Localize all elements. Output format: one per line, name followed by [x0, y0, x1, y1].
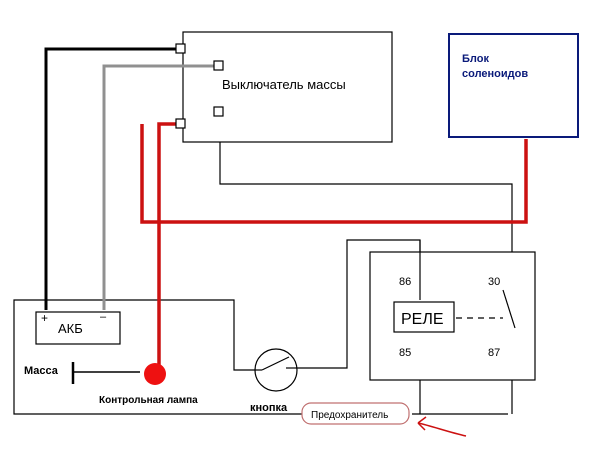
- solenoid-label-line1: Блок: [462, 53, 489, 65]
- fuse: [301, 402, 410, 425]
- red-wire-solenoid: [140, 124, 528, 224]
- relay-coil: [393, 301, 455, 333]
- switch-terminal-out: [213, 106, 224, 117]
- black-wire: [44, 47, 176, 310]
- relay-pin-85: 85: [399, 347, 411, 359]
- mass-switch-label: Выключатель массы: [222, 77, 346, 92]
- relay-label: РЕЛЕ: [401, 311, 444, 328]
- relay-pin-87: 87: [488, 347, 500, 359]
- gray-wire: [102, 64, 214, 310]
- switch-terminal-red: [175, 118, 186, 129]
- battery-label: АКБ: [58, 321, 83, 336]
- switch-terminal-top: [175, 43, 186, 54]
- battery: [35, 311, 121, 345]
- red-wire-switch: [157, 122, 176, 366]
- switch-terminal-gray: [213, 60, 224, 71]
- arrow-icon: [417, 416, 467, 437]
- solenoid-block: [448, 33, 579, 138]
- control-lamp-label: Контрольная лампа: [99, 395, 198, 406]
- relay-contact-switch: [502, 289, 516, 329]
- solenoid-label-line2: соленоидов: [462, 68, 528, 80]
- relay-pin-86: 86: [399, 276, 411, 288]
- push-button-label: кнопка: [250, 402, 288, 414]
- ground-label: Масса: [24, 365, 59, 377]
- relay-pin-30: 30: [488, 276, 500, 288]
- outer-circuit-wire: [13, 120, 513, 415]
- battery-plus-sign: +: [41, 311, 48, 325]
- push-button: [254, 348, 298, 392]
- mass-switch-box: [182, 31, 393, 143]
- control-lamp: [144, 363, 166, 385]
- fuse-label: Предохранитель: [311, 410, 388, 421]
- battery-minus-sign: –: [100, 311, 107, 323]
- ground-symbol: [71, 362, 140, 384]
